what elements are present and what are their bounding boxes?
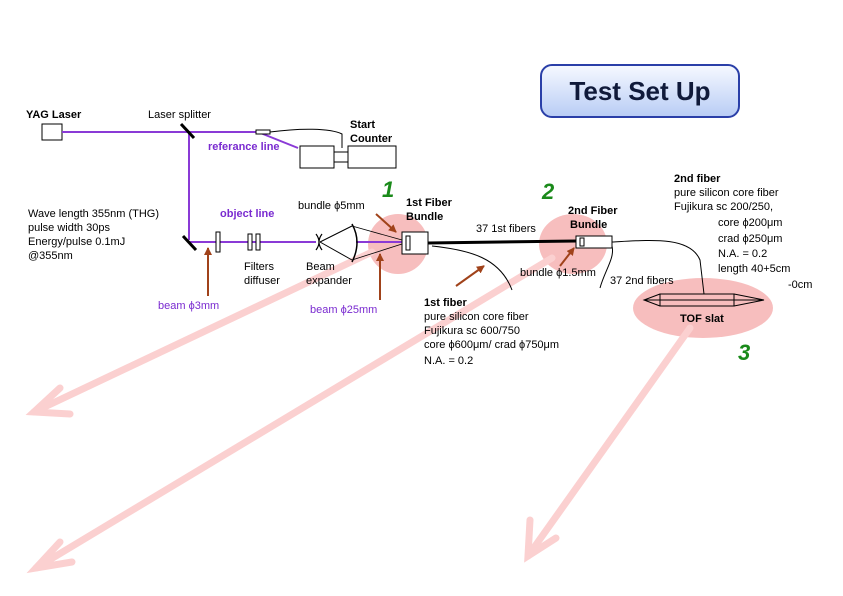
pink-arrow-1: [30, 248, 376, 416]
second-fiber-spec: 2nd fiber pure silicon core fiber Fujiku…: [674, 173, 812, 291]
first-fiber-line-3: core ϕ600μm/ crad ϕ750μm: [424, 339, 559, 351]
page-title: Test Set Up: [540, 64, 740, 118]
second-fiber-line-7: -0cm: [788, 279, 812, 291]
aperture-3mm: [215, 231, 221, 253]
tof-slat-left-end: [642, 293, 661, 307]
fibers-37-1st-label: 37 1st fibers: [476, 223, 536, 235]
second-fiber-line-3: core ϕ200μm: [718, 217, 782, 229]
pink-arrow-3: [524, 324, 694, 560]
wave-at-label: @355nm: [28, 250, 73, 262]
energy-label: Energy/pulse 0.1mJ: [28, 236, 125, 248]
highlight-tof-slat: [633, 278, 773, 338]
beam-expander-label-1: Beam: [306, 261, 335, 273]
second-fiber-branch: [599, 245, 614, 289]
beam-expander-cone: [319, 225, 353, 261]
yag-laser-label: YAG Laser: [26, 109, 82, 121]
beam-3mm-label: beam ϕ3mm: [158, 300, 219, 312]
fiber-bundle-1-inner: [405, 235, 411, 251]
start-counter-small: [255, 129, 271, 135]
fiber-bundle-2-inner: [579, 237, 585, 247]
highlight-bundle-2: [539, 214, 607, 274]
start-counter-label-2: Counter: [350, 133, 393, 145]
laser-splitter-mirror: [179, 122, 196, 140]
bundle-15mm-label: bundle ϕ1.5mm: [520, 267, 596, 279]
tof-slat-label: TOF slat: [680, 313, 724, 325]
arrow-bundle-5mm: [375, 213, 397, 233]
start-counter-pmt-a: [299, 145, 335, 169]
fiber-bundle-1-cable: [427, 239, 577, 245]
pink-arrow-3-head: [524, 516, 560, 563]
yag-laser-box: [41, 123, 63, 141]
beam-expander-label-2: expander: [306, 275, 352, 287]
second-fiber-line-2: Fujikura sc 200/250,: [674, 201, 773, 213]
arrow-bundle-15mm: [559, 247, 575, 267]
diffuser-label: diffuser: [244, 275, 280, 287]
tof-slat-body: [659, 293, 735, 307]
number-1: 1: [382, 177, 394, 202]
number-2: 2: [541, 179, 555, 204]
arrow-first-fiber: [455, 265, 485, 287]
focusing-lens: [351, 223, 358, 263]
pulse-width-label: pulse width 30ps: [28, 222, 110, 234]
filter-a: [247, 233, 253, 251]
first-fiber-line-2: Fujikura sc 600/750: [424, 325, 520, 337]
start-counter-pmt-b: [333, 151, 349, 163]
pink-arrow-2: [32, 254, 556, 572]
second-fiber-heading: 2nd fiber: [674, 173, 721, 185]
fiber-bundle-2-label-2: Bundle: [570, 219, 607, 231]
reference-line-label: referance line: [208, 141, 280, 153]
start-counter-pmt-c: [347, 145, 397, 169]
beam-expander-lens: [315, 233, 323, 251]
first-fiber-line-1: pure silicon core fiber: [424, 311, 529, 323]
first-fiber-heading: 1st fiber: [424, 297, 468, 309]
start-counter-fiber: [269, 128, 343, 148]
pink-arrows: [25, 248, 694, 574]
fiber-bundle-1-label-1: 1st Fiber: [406, 197, 453, 209]
number-3: 3: [738, 340, 750, 365]
object-line-label: object line: [220, 208, 274, 220]
second-fiber-line-4: crad ϕ250μm: [718, 233, 782, 245]
second-fiber-line-5: N.A. = 0.2: [718, 248, 767, 260]
filter-b: [255, 233, 261, 251]
tof-slat-right-end: [733, 293, 765, 307]
fiber-bundle-2-label-1: 2nd Fiber: [568, 205, 618, 217]
beam-mirror: [181, 234, 198, 252]
fiber-bundle-1-label-2: Bundle: [406, 211, 443, 223]
first-fiber-line-4: N.A. = 0.2: [424, 355, 473, 367]
second-fiber-main: [611, 239, 705, 295]
filters-label: Filters: [244, 261, 274, 273]
second-fiber-line-6: length 40+5cm: [718, 263, 790, 275]
focus-cone: [351, 225, 403, 261]
beam-25mm-label: beam ϕ25mm: [310, 304, 377, 316]
first-fiber-branch: [431, 245, 513, 291]
pink-arrow-1-head: [25, 384, 74, 418]
first-fiber-spec: 1st fiber pure silicon core fiber Fujiku…: [424, 297, 559, 367]
laser-splitter-label: Laser splitter: [148, 109, 211, 121]
fibers-37-2nd-label: 37 2nd fibers: [610, 275, 674, 287]
pink-arrow-2-head: [26, 538, 76, 574]
second-fiber-line-1: pure silicon core fiber: [674, 187, 779, 199]
brown-arrows: [204, 213, 575, 300]
bundle-5mm-label: bundle ϕ5mm: [298, 200, 365, 212]
start-counter-label-1: Start: [350, 119, 375, 131]
wave-length-label: Wave length 355nm (THG): [28, 208, 159, 220]
